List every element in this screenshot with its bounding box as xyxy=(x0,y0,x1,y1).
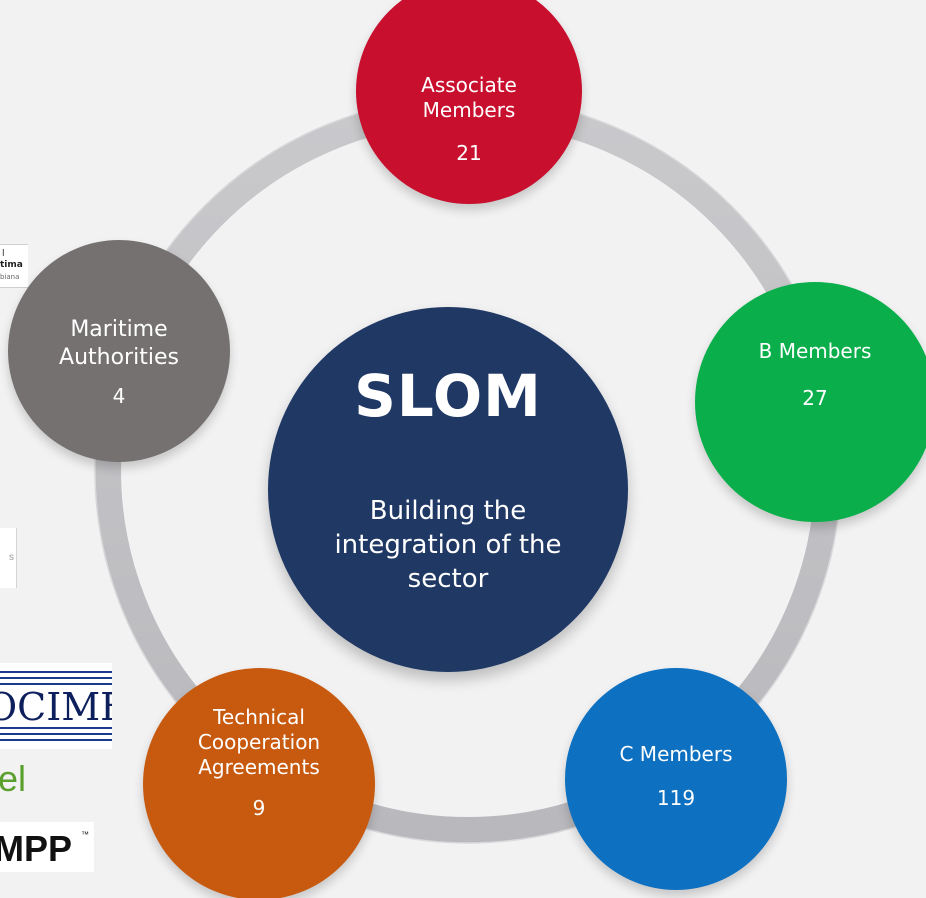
technical-cooperation-node: Technical Cooperation Agreements 9 xyxy=(143,668,375,898)
dgm-logo: l tima biana xyxy=(0,244,28,288)
maritime-authorities-count: 4 xyxy=(112,384,126,408)
el-logo: el xyxy=(0,758,40,802)
b-members-node: B Members 27 xyxy=(695,282,926,522)
mpp-logo-text: MPP xyxy=(0,828,73,869)
associate-members-node: Associate Members 21 xyxy=(356,0,582,204)
technical-cooperation-label: Technical Cooperation Agreements xyxy=(197,705,321,779)
maritime-authorities-label: Maritime Authorities xyxy=(59,317,179,370)
ocimf-logo-stripe xyxy=(0,683,112,685)
mpp-trademark: ™ xyxy=(81,830,89,839)
partner-logo-mark: s xyxy=(9,552,14,563)
b-members-label: B Members xyxy=(758,339,872,363)
associate-members-label: Associate Members xyxy=(421,73,517,122)
ocimf-logo-stripe xyxy=(0,727,112,729)
center-title: SLOM xyxy=(354,362,542,430)
c-members-label: C Members xyxy=(619,742,733,766)
technical-cooperation-count: 9 xyxy=(252,796,266,820)
mpp-logo: MPP ™ xyxy=(0,822,94,872)
dgm-logo-line3: biana xyxy=(0,273,20,281)
associate-members-count: 21 xyxy=(456,141,482,165)
dgm-logo-line1: l xyxy=(2,249,5,259)
c-members-count: 119 xyxy=(656,786,696,810)
slom-center-node: SLOM Building the integration of the sec… xyxy=(268,307,628,672)
ocimf-logo-stripe xyxy=(0,671,112,673)
c-members-node: C Members 119 xyxy=(565,668,787,890)
center-subtitle: Building the integration of the sector xyxy=(334,496,562,594)
maritime-authorities-node: Maritime Authorities 4 xyxy=(8,240,230,462)
ocimf-logo-text: OCIMF xyxy=(0,685,112,729)
ocimf-logo-stripe xyxy=(0,677,112,679)
dgm-logo-line2: tima xyxy=(0,260,23,270)
el-logo-text: el xyxy=(0,758,27,799)
ocimf-logo: OCIMF xyxy=(0,663,112,749)
ocimf-logo-stripe xyxy=(0,733,112,735)
b-members-count: 27 xyxy=(802,386,828,410)
partner-logo-box: s xyxy=(0,528,17,588)
ocimf-logo-stripe xyxy=(0,739,112,741)
